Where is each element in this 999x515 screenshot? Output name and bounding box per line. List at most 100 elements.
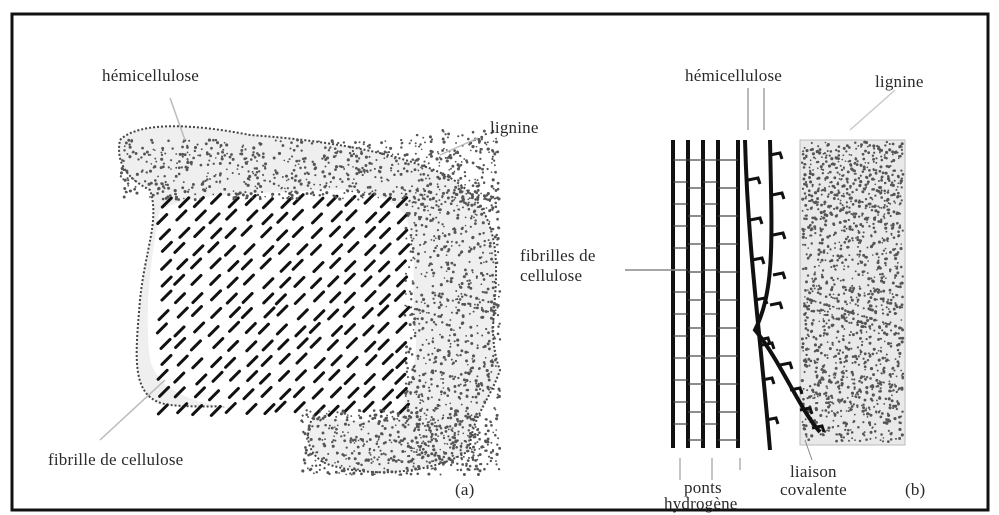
lignin-speck [462,316,465,319]
lignin-speck [126,153,128,155]
lignin-speck [897,212,900,215]
lignin-speck [184,166,187,169]
lignin-speck [864,378,867,381]
lignin-speck [823,309,825,311]
lignin-speck [490,317,493,320]
lignin-speck [498,395,501,398]
lignin-speck [888,397,891,400]
lignin-speck [832,297,834,299]
lignin-speck [888,420,891,423]
lignin-speck [444,133,446,135]
lignin-speck [488,348,491,351]
lignin-speck [860,329,863,332]
lignin-speck [833,376,835,378]
lignin-speck [328,172,331,175]
lignin-speck [811,323,813,325]
lignin-speck [400,146,402,148]
lignin-speck [437,404,440,407]
lignin-speck [822,372,824,374]
lignin-speck [290,141,293,144]
lignin-speck [286,180,288,182]
lignin-speck [354,442,356,444]
lignin-speck [827,311,829,313]
lignin-speck [316,471,318,473]
lignin-speck [877,259,879,261]
lignin-speck [313,163,316,166]
lignin-speck [405,345,408,348]
lignin-speck [163,175,165,177]
lignin-speck [441,336,444,339]
lignin-speck [441,374,443,376]
lignin-speck [862,158,865,161]
lignin-speck [833,317,835,319]
lignin-speck [880,433,883,436]
lignin-speck [333,435,335,437]
lignin-speck [349,146,352,149]
lignin-speck [874,194,876,196]
lignin-speck [466,417,468,419]
lignin-speck [256,152,259,155]
lignin-speck [450,407,453,410]
lignin-speck [428,162,430,164]
lignin-speck [413,451,415,453]
lignin-speck [885,277,887,279]
lignin-speck [465,359,468,362]
lignin-speck [430,153,433,156]
lignin-speck [456,298,458,300]
lignin-speck [896,243,898,245]
lignin-speck [410,411,413,414]
lignin-speck [835,167,837,169]
lignin-speck [409,347,412,350]
lignin-speck [320,189,322,191]
lignin-speck [838,340,840,342]
lignin-speck [456,217,459,220]
lignin-speck [414,159,416,161]
lignin-speck [827,354,829,356]
lignin-speck [467,459,470,462]
lignin-speck [837,385,840,388]
lignin-speck [127,182,129,184]
lignin-speck [856,391,859,394]
lignin-speck [840,415,842,417]
lignin-speck [837,398,840,401]
lignin-speck [891,150,894,153]
lignin-speck [352,439,355,442]
lignin-speck [886,306,888,308]
lignin-speck [887,240,889,242]
lignin-speck [881,357,884,360]
lignin-speck [804,215,806,217]
lignin-speck [837,189,839,191]
lignin-speck [490,300,493,303]
lignin-speck [860,146,862,148]
lignin-speck [476,166,478,168]
lignin-speck [813,225,816,228]
lignin-speck [495,303,498,306]
lignin-speck [405,227,408,230]
lignin-speck [127,139,130,142]
lignin-speck [464,415,467,418]
lignin-speck [497,182,500,185]
lignin-speck [823,320,826,323]
lignin-speck [858,231,861,234]
lignin-speck [377,197,379,199]
lignin-speck [494,164,496,166]
lignin-speck [854,414,856,416]
lignin-speck [848,193,850,195]
lignin-speck [826,333,829,336]
lignin-speck [323,185,326,188]
lignin-speck [802,342,805,345]
lignin-speck [455,142,457,144]
lignin-speck [802,244,804,246]
lignin-speck [901,303,904,306]
lignin-speck [412,282,415,285]
lignin-speck [413,238,415,240]
lignin-speck [344,423,347,426]
lignin-speck [819,293,822,296]
lignin-speck [846,246,849,249]
lignin-speck [468,415,471,418]
lignin-speck [364,192,366,194]
lignin-speck [868,175,870,177]
lignin-speck [296,191,299,194]
lignin-speck [807,209,809,211]
lignin-speck [448,339,451,342]
